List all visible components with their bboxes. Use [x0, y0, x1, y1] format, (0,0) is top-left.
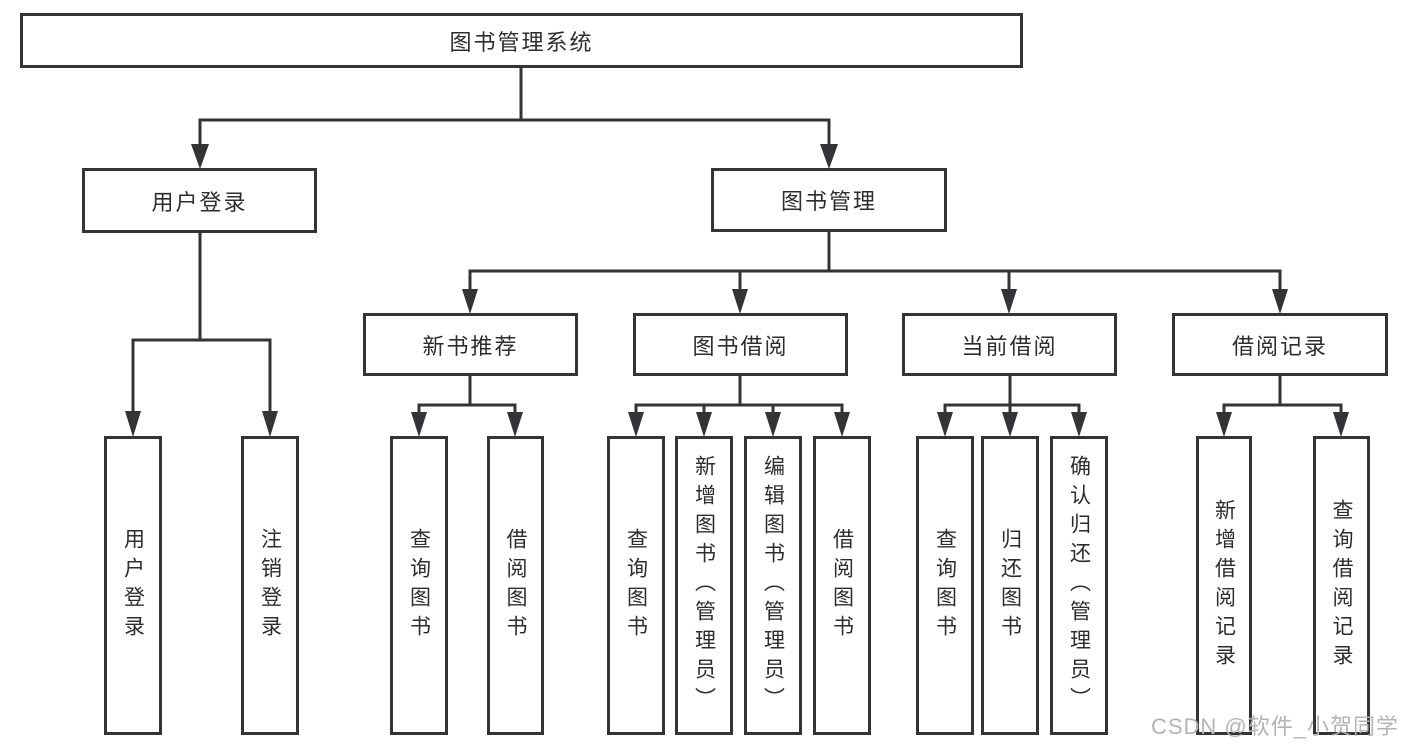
- leaf-borrow-add-books-admin: 新增图书（管理员）: [675, 436, 733, 735]
- leaf-borrow-add-books-admin-label: 新增图书（管理员）: [692, 455, 716, 716]
- leaf-records-add-record: 新增借阅记录: [1196, 436, 1252, 735]
- leaf-recommend-borrow-books-label: 借阅图书: [504, 527, 527, 644]
- node-current-borrowing: 当前借阅: [902, 313, 1117, 376]
- leaf-borrow-edit-books-admin: 编辑图书（管理员）: [744, 436, 802, 735]
- leaf-current-return-books-label: 归还图书: [998, 527, 1022, 644]
- leaf-borrow-query-books-label: 查询图书: [624, 527, 648, 644]
- node-book-management: 图书管理: [711, 168, 947, 232]
- leaf-borrow-borrow-books: 借阅图书: [813, 436, 871, 735]
- leaf-borrow-borrow-books-label: 借阅图书: [830, 527, 854, 644]
- leaf-records-query-record-label: 查询借阅记录: [1330, 498, 1353, 673]
- node-root: 图书管理系统: [20, 13, 1023, 68]
- leaf-logout: 注销登录: [241, 436, 299, 735]
- leaf-borrow-query-books: 查询图书: [607, 436, 665, 735]
- leaf-current-query-books: 查询图书: [916, 436, 974, 735]
- leaf-logout-label: 注销登录: [258, 527, 282, 644]
- csdn-watermark: CSDN @软件_小贺同学: [1150, 714, 1399, 739]
- node-new-book-recommend: 新书推荐: [363, 313, 578, 376]
- node-user-login: 用户登录: [82, 168, 317, 233]
- leaf-borrow-edit-books-admin-label: 编辑图书（管理员）: [761, 455, 785, 716]
- node-book-borrowing: 图书借阅: [633, 313, 848, 376]
- leaf-records-query-record: 查询借阅记录: [1313, 436, 1370, 735]
- leaf-user-login: 用户登录: [104, 436, 162, 735]
- leaf-current-confirm-return-admin: 确认归还（管理员）: [1050, 436, 1108, 735]
- leaf-user-login-label: 用户登录: [121, 527, 145, 644]
- leaf-current-confirm-return-admin-label: 确认归还（管理员）: [1067, 455, 1091, 716]
- leaf-records-add-record-label: 新增借阅记录: [1212, 498, 1236, 673]
- leaf-recommend-borrow-books: 借阅图书: [487, 436, 544, 735]
- node-borrowing-records: 借阅记录: [1172, 313, 1388, 376]
- leaf-recommend-query-books: 查询图书: [390, 436, 448, 735]
- leaf-current-return-books: 归还图书: [981, 436, 1039, 735]
- leaf-current-query-books-label: 查询图书: [933, 527, 957, 644]
- leaf-recommend-query-books-label: 查询图书: [407, 527, 431, 644]
